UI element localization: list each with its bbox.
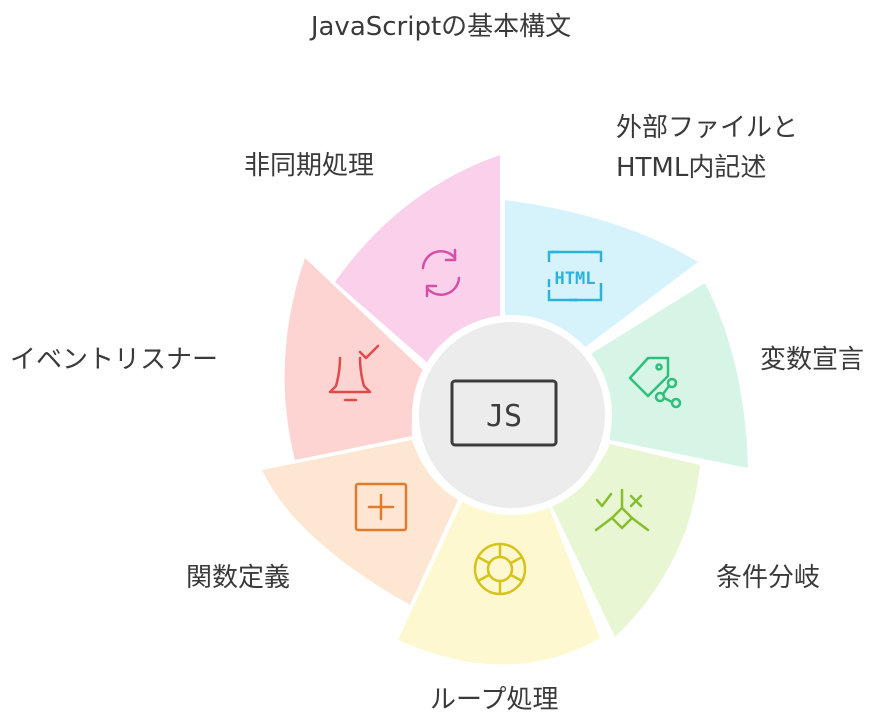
- bell-check-icon: [328, 344, 380, 402]
- segment-async: [335, 155, 500, 365]
- label-branch: 条件分岐: [716, 563, 821, 593]
- segment-html: [505, 200, 698, 357]
- segment-branch: [548, 444, 700, 637]
- label-html-line-1: 外部ファイルと: [616, 113, 799, 143]
- html-tag-icon: HTML: [547, 250, 603, 302]
- segment-function: [262, 440, 458, 605]
- segment-event: [284, 258, 425, 460]
- loop-ring-icon: [473, 542, 527, 596]
- tag-share-icon: [628, 356, 682, 409]
- center-js-box: [450, 379, 558, 447]
- center-circle: [419, 322, 605, 508]
- label-html-line-2: HTML内記述: [616, 153, 767, 183]
- segment-variable: [578, 283, 748, 468]
- label-async: 非同期処理: [244, 151, 375, 181]
- label-variable: 変数宣言: [760, 345, 865, 375]
- branch-check-cross-icon: [594, 488, 650, 532]
- diagram-title: JavaScriptの基本構文: [310, 12, 572, 42]
- refresh-arrows-icon: [421, 248, 461, 298]
- label-loop: ループ処理: [430, 685, 559, 715]
- html-icon-text: HTML: [555, 269, 596, 289]
- label-event: イベントリスナー: [10, 345, 219, 375]
- center-label: JS: [486, 399, 522, 434]
- plus-box-icon: [354, 482, 408, 532]
- label-html: 外部ファイルと HTML内記述: [616, 108, 798, 188]
- label-function: 関数定義: [186, 563, 291, 593]
